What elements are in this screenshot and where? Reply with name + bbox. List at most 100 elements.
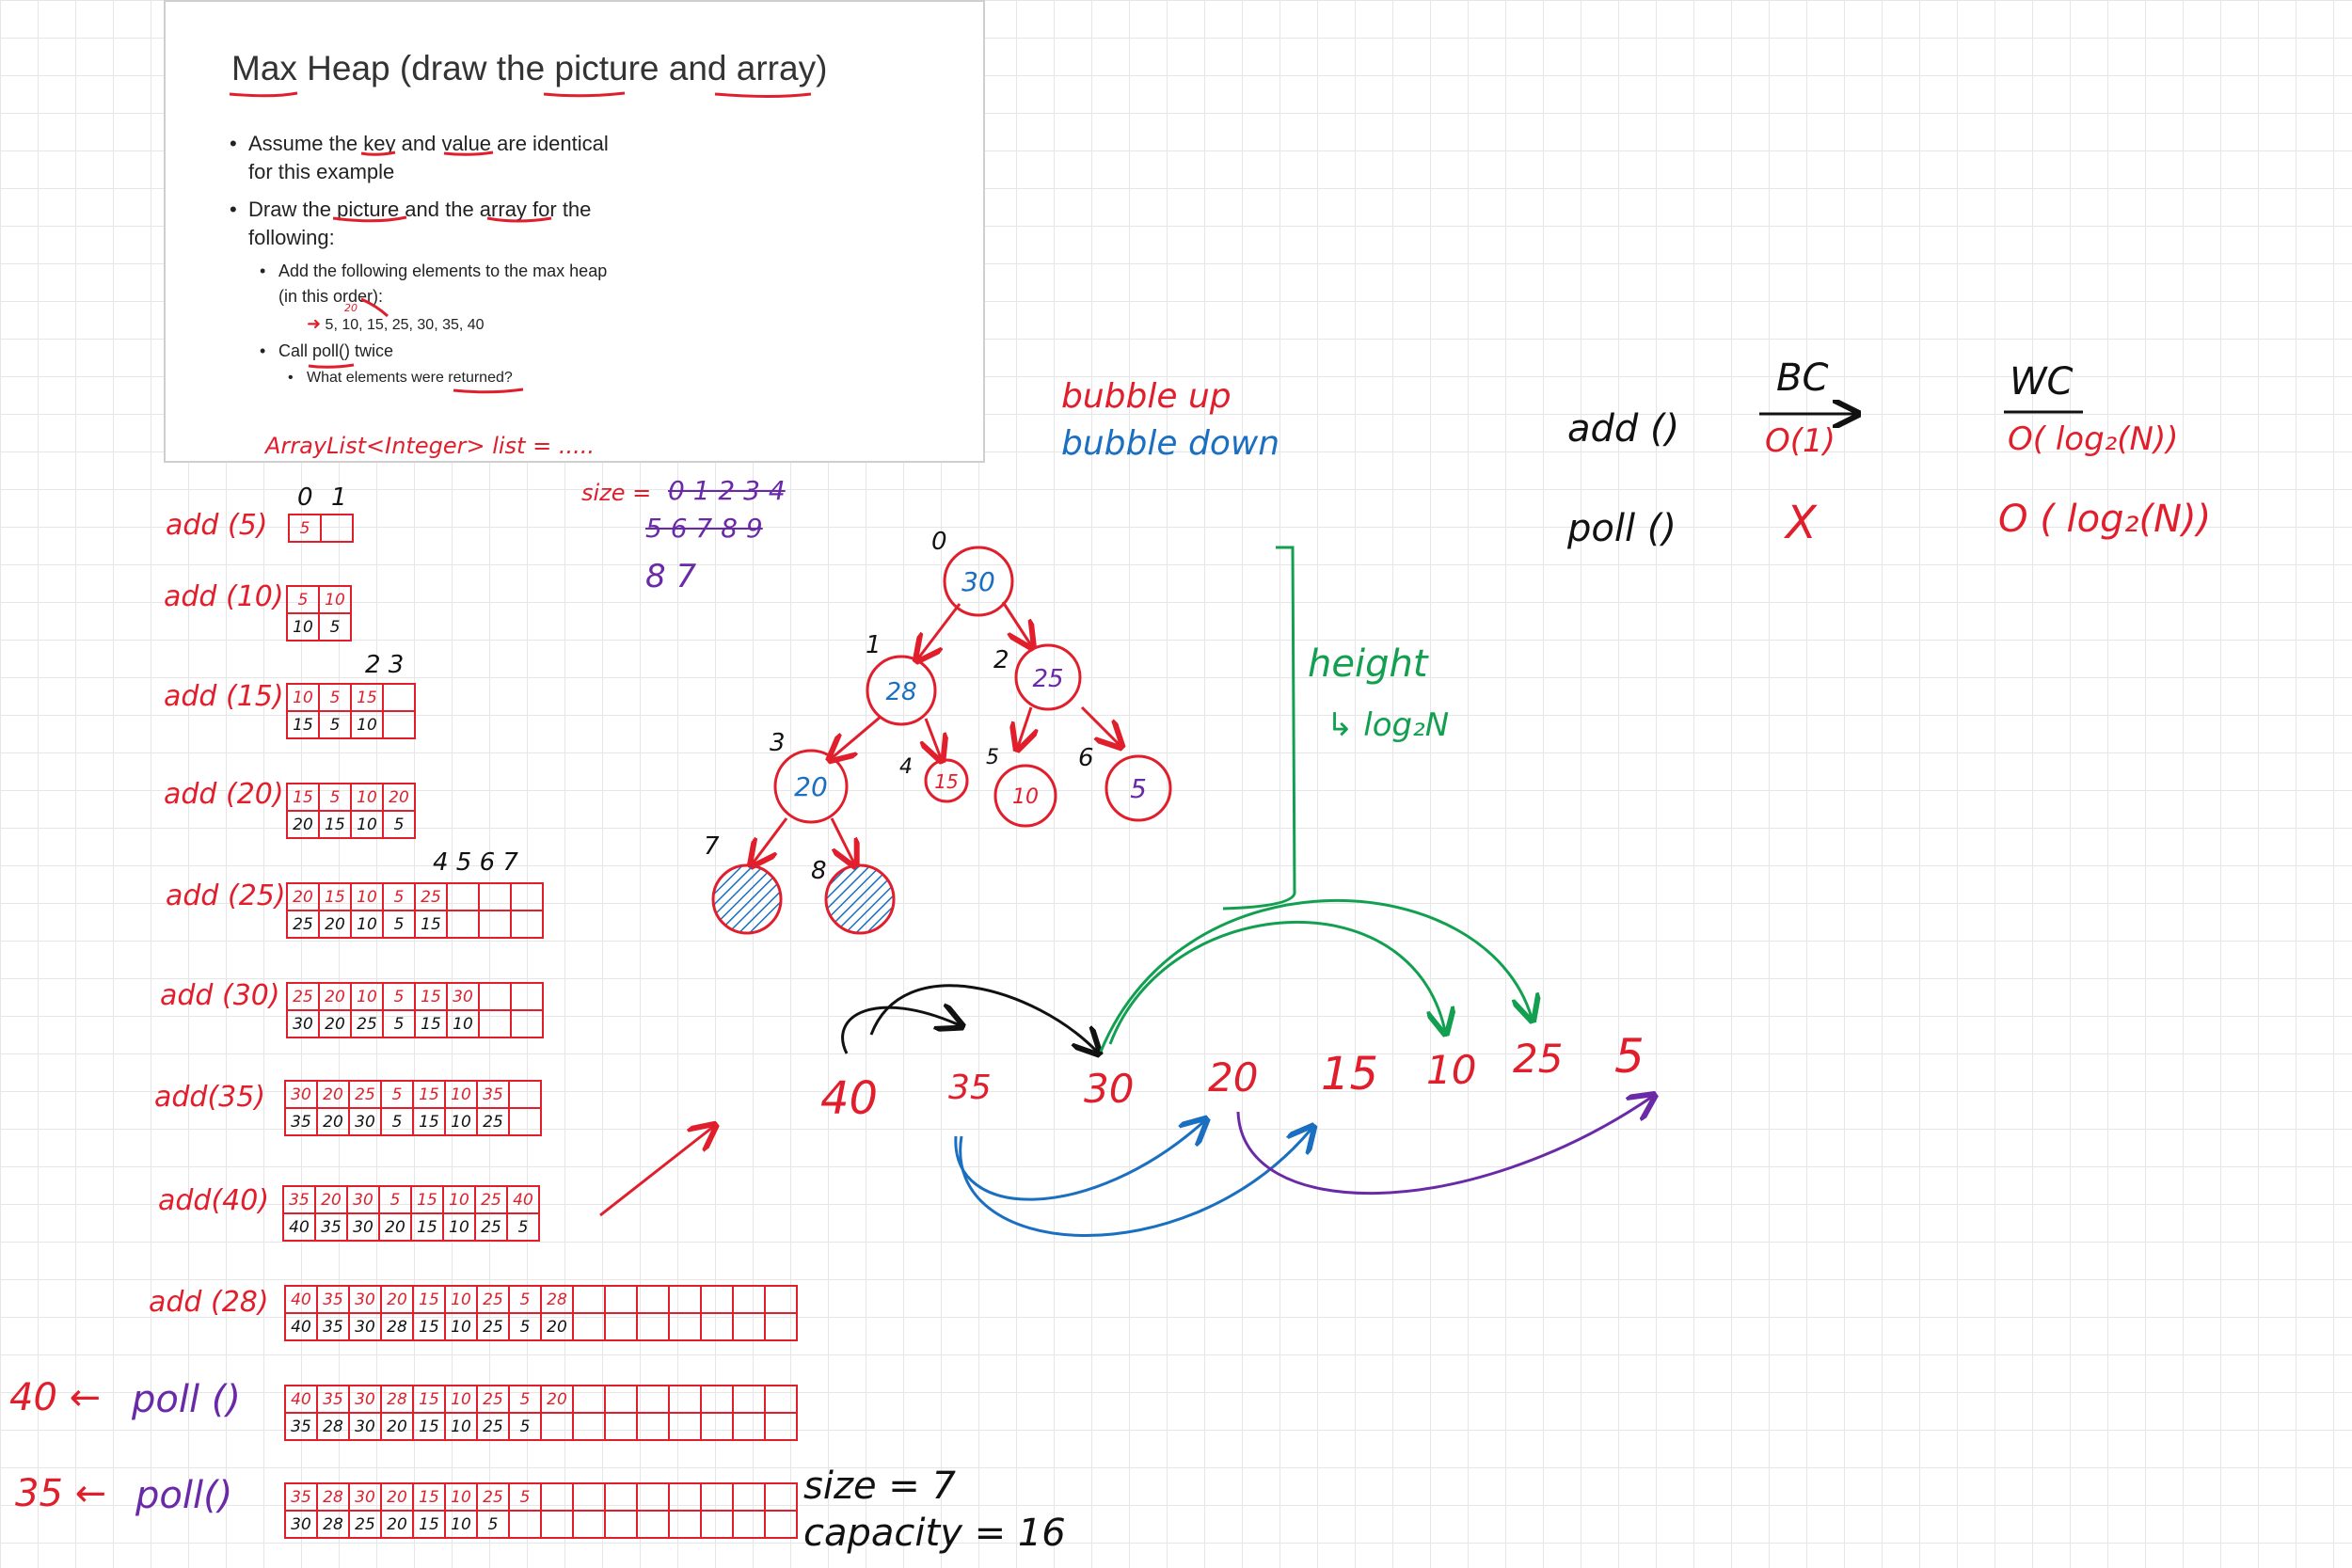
bc-header: BC (1776, 356, 1829, 400)
tree-node: 5 6 (1078, 744, 1172, 822)
tree-node: 28 1 (866, 631, 937, 726)
step-label: add(40) (158, 1184, 270, 1217)
tree-node-value: 15 (934, 770, 958, 793)
poll-best-case: X (1786, 497, 1817, 549)
array-cell (510, 882, 544, 911)
array-cell: 10 (286, 683, 320, 712)
array-cell (508, 1510, 542, 1539)
tree-node-value: 28 (885, 678, 916, 706)
arraylist-note: ArrayList<Integer> list = ..... (265, 433, 595, 459)
step-label: add (10) (164, 580, 284, 613)
array-cell (732, 1285, 766, 1314)
array-cell (446, 910, 480, 939)
array-cell: 5 (318, 612, 352, 641)
array-cell: 30 (348, 1385, 382, 1414)
tree-node: 20 3 (770, 729, 849, 824)
array-cell: 20 (318, 910, 352, 939)
wc-header: WC (2010, 360, 2074, 404)
slide-panel: Max Heap (draw the picture and array) As… (164, 0, 985, 463)
add-worst-case: O( log₂(N)) (2008, 420, 2179, 458)
array-cell: 20 (378, 1212, 412, 1242)
array-cell (700, 1412, 734, 1441)
array-cell (604, 1412, 638, 1441)
array-cell (572, 1312, 606, 1341)
tree-node-value: 20 (794, 771, 828, 802)
array-cell: 28 (316, 1510, 350, 1539)
array-cell: 5 (378, 1185, 412, 1214)
array-cell (668, 1412, 702, 1441)
swap-arrows (841, 898, 1652, 1238)
array-cell: 20 (318, 982, 352, 1011)
tree-nodes: 30 0 28 1 25 2 20 3 15 4 10 5 (704, 528, 1172, 935)
array-cell (478, 1009, 512, 1038)
array-cell: 25 (476, 1312, 510, 1341)
sequence-row: 40 35 30 20 15 10 25 5 (820, 1029, 1645, 1125)
array-cell: 10 (350, 882, 384, 911)
array-cell (604, 1510, 638, 1539)
array-cell: 20 (382, 783, 416, 812)
pointer-arrow (599, 1127, 713, 1217)
array-cell (508, 1107, 542, 1136)
array-cell: 10 (350, 783, 384, 812)
array-cell: 25 (350, 1009, 384, 1038)
array-cell (668, 1482, 702, 1512)
array-cell: 10 (442, 1212, 476, 1242)
array-cell: 5 (506, 1212, 540, 1242)
array-cell: 28 (380, 1385, 414, 1414)
array-cell: 15 (412, 1080, 446, 1109)
array-cell: 30 (286, 1009, 320, 1038)
array-cell: 10 (444, 1482, 478, 1512)
array-cell: 5 (508, 1312, 542, 1341)
sequence-value: 20 (1208, 1054, 1258, 1101)
array-cell (732, 1385, 766, 1414)
array-cell: 20 (380, 1510, 414, 1539)
array-cell: 15 (410, 1212, 444, 1242)
array-cell (478, 910, 512, 939)
array-cell (540, 1510, 574, 1539)
array-cell: 5 (382, 910, 416, 939)
array-cell: 40 (284, 1285, 318, 1314)
array-cell: 30 (284, 1510, 318, 1539)
array-cell: 15 (412, 1482, 446, 1512)
array-cell (478, 982, 512, 1011)
array-cell (320, 514, 354, 543)
array-cell: 15 (414, 982, 448, 1011)
tree-edges (753, 601, 1120, 863)
step-label: add (15) (164, 680, 284, 713)
array-cell: 10 (444, 1385, 478, 1414)
array-cell (572, 1285, 606, 1314)
array-cell: 20 (540, 1385, 574, 1414)
array-cell: 5 (288, 514, 322, 543)
tree-node-index: 4 (899, 755, 913, 779)
array-cell: 25 (476, 1412, 510, 1441)
index-label-0: 0 (297, 483, 313, 512)
bubble-up-note: bubble up (1061, 377, 1232, 416)
array-cell: 10 (350, 910, 384, 939)
step-label: add (5) (166, 509, 268, 542)
array-cell (636, 1482, 670, 1512)
array-cell: 30 (348, 1285, 382, 1314)
array-cell: 15 (318, 810, 352, 839)
array-cell: 15 (410, 1185, 444, 1214)
array-cell: 10 (446, 1009, 480, 1038)
array-cell: 5 (382, 1009, 416, 1038)
array-cell: 35 (476, 1080, 510, 1109)
array-cell: 15 (286, 710, 320, 739)
tree-node-index: 2 (993, 646, 1009, 674)
array-cell: 15 (414, 910, 448, 939)
array-cell: 20 (316, 1080, 350, 1109)
array-cell: 5 (286, 585, 320, 614)
array-cell: 15 (412, 1510, 446, 1539)
tree-node-index: 5 (986, 746, 999, 769)
array-cell: 10 (444, 1107, 478, 1136)
array-cell: 5 (382, 810, 416, 839)
step-label: add (28) (149, 1286, 269, 1319)
tree-node-index: 6 (1078, 744, 1094, 772)
array-cell: 5 (382, 982, 416, 1011)
sequence-value: 15 (1321, 1048, 1378, 1101)
array-cell: 30 (346, 1185, 380, 1214)
array-cell: 10 (318, 585, 352, 614)
